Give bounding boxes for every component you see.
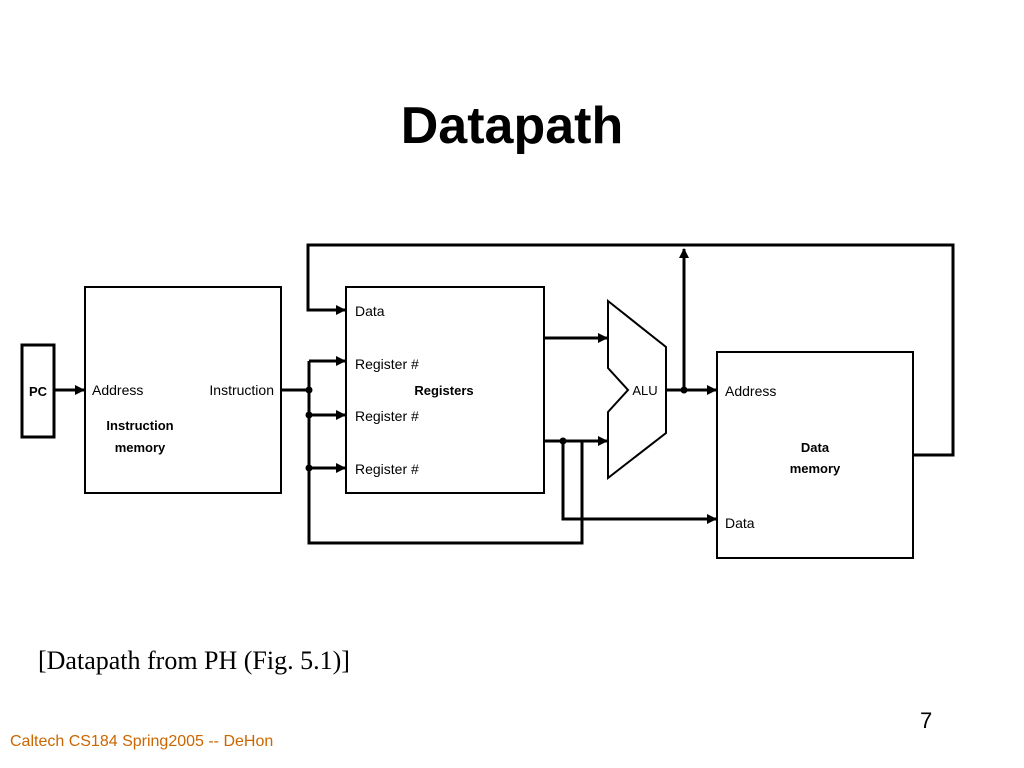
pc-label: PC [29,384,48,399]
instruction-memory-name-line2: memory [115,440,166,455]
instruction-memory-address-port: Address [92,382,143,398]
data-memory-block: Address Data memory Data [716,351,914,559]
pc-box [20,343,56,439]
data-memory-address-port: Address [725,383,776,399]
data-memory-name-line2: memory [790,461,841,476]
registers-reg-port-2: Register # [355,408,419,424]
instruction-memory-instruction-port: Instruction [209,382,274,398]
registers-data-port: Data [355,303,385,319]
data-memory-box [716,351,914,559]
junction-instruction [305,386,313,394]
registers-block: Data Register # Registers Register # Reg… [345,286,545,494]
wire-data-mem-writeback [306,243,955,457]
slide-footer: Caltech CS184 Spring2005 -- DeHon [10,733,274,750]
registers-reg-port-3: Register # [355,461,419,477]
alu-shape [607,298,667,481]
alu-label: ALU [632,383,657,398]
instruction-memory-name-line1: Instruction [106,418,173,433]
registers-reg-port-1: Register # [355,356,419,372]
alu-block: ALU [607,298,667,481]
wire-junctions [305,386,688,472]
wire-reg-to-data-mem-data [561,441,717,524]
data-memory-name-line1: Data [801,440,830,455]
registers-name: Registers [414,383,473,398]
junction-reg-port-3 [305,464,313,472]
instruction-memory-block: Address Instruction Instruction memory [84,286,282,494]
slide-title: Datapath [400,97,624,155]
junction-reg-out [559,437,567,445]
figure-caption: [Datapath from PH (Fig. 5.1)] [38,646,350,675]
pc-block: PC [20,343,56,439]
registers-box [345,286,545,494]
wire-bus-to-alu-mux [307,441,584,545]
junction-reg-port-2 [305,411,313,419]
data-memory-data-port: Data [725,515,755,531]
page-number: 7 [920,708,933,733]
junction-alu-out [680,386,688,394]
